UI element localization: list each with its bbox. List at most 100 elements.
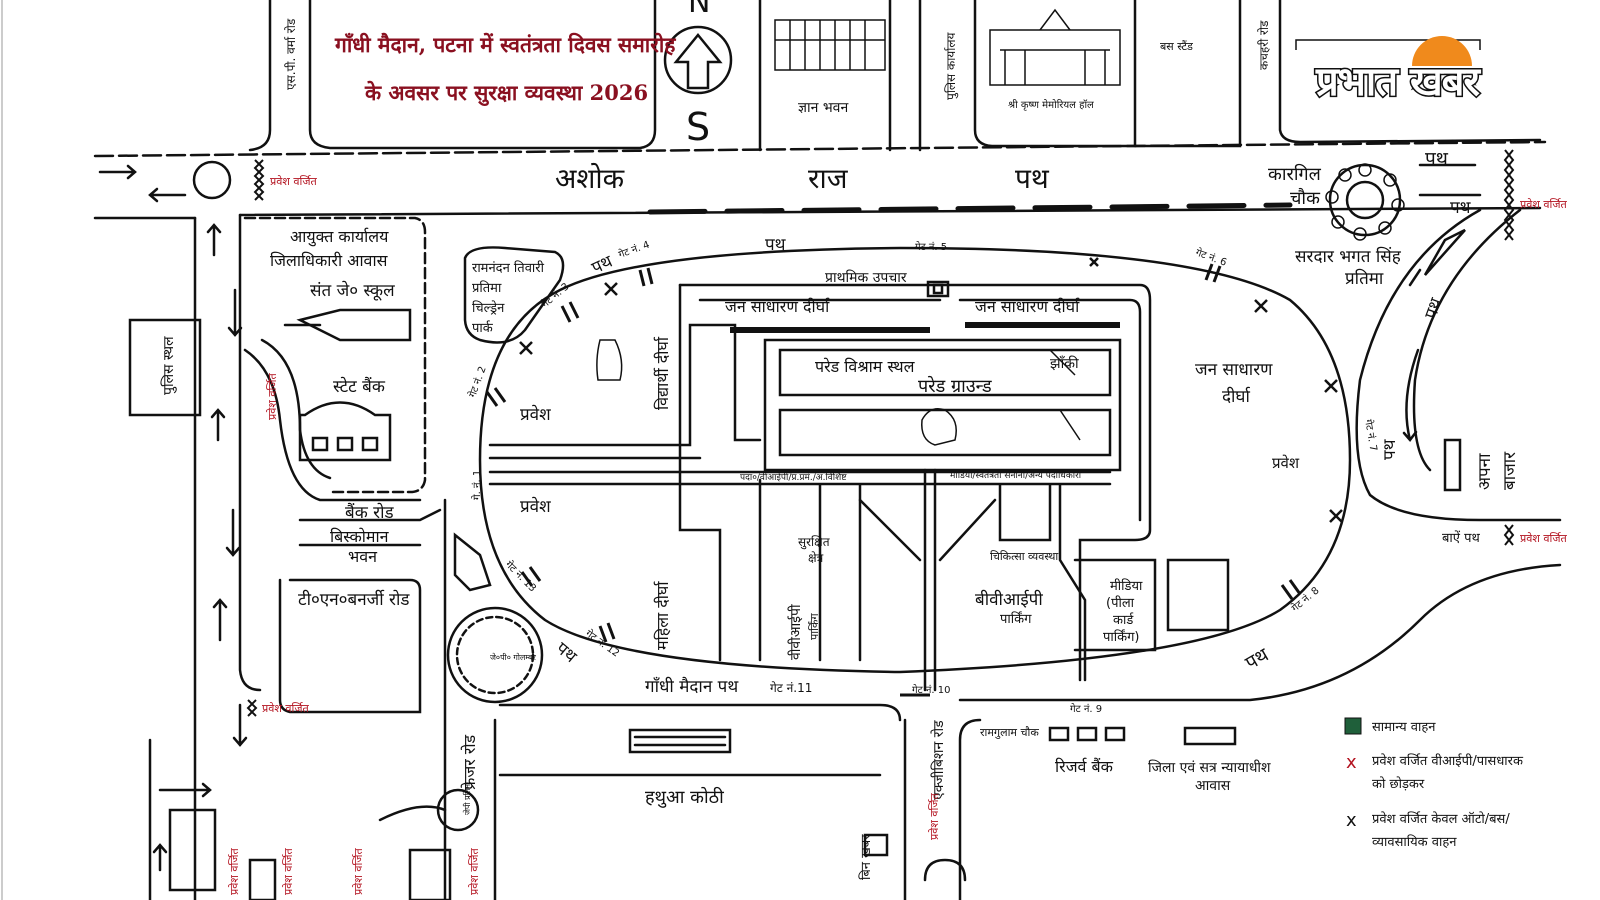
label-path-ne: पथ [1425,148,1449,170]
label-secure-zone-2: क्षेत्र [808,551,824,565]
label-commissioner: आयुक्त कार्यालय [290,227,389,247]
barrier-nw: प्रवेश वर्जित [270,175,317,188]
label-tn-banerjee-road: टी०एन०बनर्जी रोड [298,589,410,610]
compass-north: N [688,0,710,20]
gate-7: गेट नं. 7 [1362,418,1379,452]
label-media-1: मीडिया [1110,578,1143,594]
barrier-bottom-3: प्रवेश वर्जित [352,848,365,895]
logo-text: प्रभात खबर [1315,58,1482,107]
label-vip-strip-left: पदा०/वीआईपी/प्र.प्रमं./अ.विशिष्ट [740,471,847,483]
map-title-line1: गाँधी मैदान, पटना में स्वतंत्रता दिवस सम… [334,32,676,57]
label-reserve-bank: रिजर्व बैंक [1055,757,1114,776]
legend-general-vehicle: सामान्य वाहन [1372,720,1436,735]
label-path-east-v2: पथ [1380,438,1400,460]
label-media-2: (पीला [1106,595,1135,611]
label-ramnandan-4: पार्क [472,320,494,336]
label-jp-statue: जेपी प्रतिमा [462,781,472,815]
label-judge-house-1: जिला एवं सत्र न्यायाधीश [1148,759,1271,776]
label-biscomaun-2: भवन [348,547,378,566]
label-entry-nw: प्रवेश [520,404,551,425]
label-police-office-road: पुलिस कार्यालय [944,31,959,100]
label-gallery-east-2: दीर्घा [1222,386,1251,407]
gate-9: गेट नं. 9 [1070,703,1102,715]
gate-13: गेट नं. 13 [503,559,539,595]
barrier-bottom-1: प्रवेश वर्जित [228,848,241,895]
label-bakarganj-path: बाऐं पथ [1442,530,1480,546]
label-parade-rest: परेड विश्राम स्थल [815,357,916,376]
label-ramnandan-1: रामनंदन तिवारी [472,260,545,276]
label-hathua-kothi: हथुआ कोठी [645,786,724,808]
label-gallery-left: जन साधारण दीर्घा [725,297,830,316]
label-jp-golambar: जे०पी० गोलम्बर [490,652,537,662]
label-biscomaun-1: बिस्कोमान [330,527,390,546]
label-bvip-parking-1: बीवीआईपी [975,589,1043,610]
label-path-nw-oval: पथ [589,251,617,278]
label-bank-road: बैंक रोड [345,502,395,523]
label-media-3: कार्ड [1113,612,1134,628]
barrier-sw: प्रवेश वर्जित [262,702,309,715]
legend-x2-line1: प्रवेश वर्जित केवल ऑटो/बस/ [1372,811,1510,827]
barrier-left-v: प्रवेश वर्जित [266,373,279,420]
prabhat-khabar-logo: प्रभात खबर [1315,30,1556,110]
label-st-joseph: संत जे० स्कूल [310,280,395,301]
gate-4: गेट नं. 4 [617,239,651,261]
label-entry-e: प्रवेश [1272,454,1300,472]
label-judge-house-2: आवास [1195,778,1231,794]
label-police-station: पुलिस स्थल [160,336,177,395]
label-vip-strip-right: मीडिया/स्वतंत्रता सेनानी/अन्य पदाधिकारी [950,469,1082,481]
label-path-se-oval: पथ [1242,643,1274,674]
label-jhanki: झाँकी [1050,355,1079,372]
label-bin-khabar: बिन खबर [858,834,874,880]
label-entry-w: प्रवेश [520,496,551,517]
label-path: पथ [1015,162,1050,195]
label-medical: चिकित्सा व्यवस्था [990,550,1058,563]
gate-1: गे. नं. 1 [471,470,483,500]
label-bvip-parking-2: पार्किंग [1000,611,1032,627]
label-apna-bazar-1: अपना [1475,453,1495,490]
label-vvip-parking-1: वीवीआईपी [787,604,804,660]
gate-11: गेट नं.11 [770,681,812,695]
legend-green-swatch [1344,717,1362,735]
barrier-e: प्रवेश वर्जित [1520,532,1567,545]
label-frazer-road: फ्रेजर रोड [460,734,479,790]
label-student-gallery: विद्यार्थी दीर्घा [653,336,672,410]
label-gallery-east-1: जन साधारण [1195,360,1273,380]
label-gyan-bhawan: ज्ञान भवन [798,100,848,116]
label-gandhi-maidan-path: गाँधी मैदान पथ [645,676,739,697]
label-path-ne2: पथ [1450,198,1472,218]
label-dm-house: जिलाधिकारी आवास [270,251,389,270]
label-kargil-1: कारगिल [1268,163,1322,185]
legend-x1: x [1346,752,1357,773]
gate-5: गेट नं. 5 [915,241,947,253]
label-women-gallery: महिला दीर्घा [653,580,672,650]
label-kachahri-road: कचहरी रोड [1257,20,1271,70]
barrier-ne: प्रवेश वर्जित [1520,198,1567,211]
legend-x1-line1: प्रवेश वर्जित वीआईपी/पासधारक [1372,753,1524,769]
compass-south: S [686,105,710,149]
legend-x2: x [1346,810,1357,831]
barrier-s: प्रवेश वर्जित [928,793,941,840]
barrier-bottom-2: प्रवेश वर्जित [282,848,295,895]
legend-x1-line2: को छोड़कर [1372,776,1425,792]
label-kargil-2: चौक [1290,187,1321,209]
label-apna-bazar-2: बाजार [1500,451,1520,490]
label-rampulad-chowk: रामगुलाम चौक [980,726,1039,739]
label-sk-memorial: श्री कृष्ण मेमोरियल हॉल [1008,99,1094,111]
map-title-line2: के अवसर पर सुरक्षा व्यवस्था 2026 [364,80,648,107]
label-bhagat-singh-2: प्रतिमा [1345,268,1384,289]
label-ramnandan-2: प्रतिमा [472,280,502,296]
legend-x2-line2: व्यावसायिक वाहन [1372,834,1457,850]
label-ramnandan-3: चिल्ड्रेन [472,300,505,316]
label-bhagat-singh-1: सरदार भगत सिंह [1295,246,1402,267]
label-raj: राज [808,162,849,195]
label-parade-ground: परेड ग्राउन्ड [918,375,992,397]
barrier-bottom-4: प्रवेश वर्जित [468,848,481,895]
label-media-4: पार्किंग) [1103,629,1140,645]
gate-10: गेट नं. 10 [912,684,950,696]
label-exhibition-road: एक्जीबिशन रोड [930,720,947,800]
label-first-aid: प्राथमिक उपचार [825,269,907,286]
label-sp-verma-road: एस.पी. वर्मा रोड [284,18,298,90]
label-path-north-oval: पथ [765,235,787,255]
label-vvip-parking-2: पार्किंग [808,613,821,640]
